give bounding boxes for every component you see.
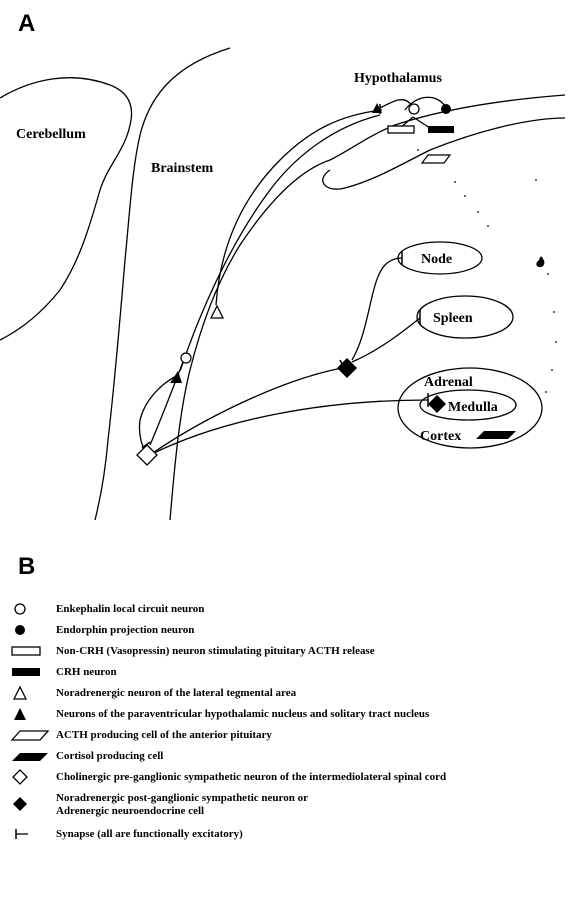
- spot-icon: [536, 256, 544, 267]
- legend-label: Neurons of the paraventricular hypothala…: [56, 708, 429, 721]
- legend-label: Non-CRH (Vasopressin) neuron stimulating…: [56, 645, 375, 658]
- open-parallelogram-pituitary-icon: [422, 155, 450, 163]
- legend-label: Cholinergic pre-ganglionic sympathetic n…: [56, 771, 446, 784]
- open-diamond-icon: [10, 768, 50, 786]
- open-circle-hypothalamus-icon: [409, 104, 419, 114]
- open-triangle-icon: [10, 684, 50, 702]
- hypothalamus-label: Hypothalamus: [354, 71, 442, 86]
- synapse-icon: [10, 825, 50, 843]
- legend-item: Enkephalin local circuit neuron: [10, 600, 560, 621]
- legend-item: Endorphin projection neuron: [10, 621, 560, 642]
- open-parallelogram-icon: [10, 726, 50, 744]
- open-rectangle-icon: [10, 642, 50, 660]
- solitary-pathway: [139, 376, 176, 455]
- cerebellum-label: Cerebellum: [16, 127, 86, 142]
- open-rectangle-hypothalamus-icon: [388, 126, 414, 133]
- filled-circle-icon: [10, 621, 50, 639]
- spleen-label: Spleen: [433, 311, 473, 326]
- legend-item: Synapse (all are functionally excitatory…: [10, 825, 560, 846]
- filled-parallelogram-icon: [10, 747, 50, 765]
- filled-circle-hypothalamus-icon: [441, 104, 451, 114]
- brainstem-right-outline: [170, 95, 565, 520]
- legend-label: Synapse (all are functionally excitatory…: [56, 828, 243, 841]
- adrenal-pathway: [150, 400, 428, 455]
- legend-item: Noradrenergic post-ganglionic sympatheti…: [10, 789, 560, 825]
- node-label: Node: [421, 252, 452, 267]
- legend-label: ACTH producing cell of the anterior pitu…: [56, 729, 272, 742]
- legend-label-line2: Adrenergic neuroendocrine cell: [56, 805, 308, 818]
- legend-label: Noradrenergic post-ganglionic sympatheti…: [56, 792, 308, 805]
- filled-diamond-medulla-icon: [428, 395, 446, 413]
- panel-b-letter: B: [18, 553, 35, 581]
- adrenal-label: Adrenal: [424, 375, 473, 390]
- legend-label: Noradrenergic neuron of the lateral tegm…: [56, 687, 296, 700]
- open-circle-icon: [10, 600, 50, 618]
- tegmental-pathway: [216, 110, 382, 305]
- neural-pathway-diagram: Cerebellum Brainstem Hypothalamus Node S…: [0, 0, 568, 520]
- filled-diamond-icon: [10, 795, 50, 813]
- legend-item: Cholinergic pre-ganglionic sympathetic n…: [10, 768, 560, 789]
- legend: Enkephalin local circuit neuron Endorphi…: [10, 600, 560, 846]
- legend-item: CRH neuron: [10, 663, 560, 684]
- node-pathway: [352, 258, 402, 360]
- legend-label: Endorphin projection neuron: [56, 624, 194, 637]
- legend-label: Cortisol producing cell: [56, 750, 163, 763]
- open-triangle-icon: [211, 306, 223, 318]
- brainstem-label: Brainstem: [151, 161, 214, 176]
- open-diamond-icon: [137, 445, 157, 465]
- open-circle-brainstem-icon: [181, 353, 191, 363]
- filled-rectangle-icon: [10, 663, 50, 681]
- legend-item: Cortisol producing cell: [10, 747, 560, 768]
- spleen-pathway: [352, 318, 420, 362]
- filled-triangle-brainstem-icon: [170, 371, 182, 383]
- medulla-label: Medulla: [448, 400, 498, 415]
- cortex-label: Cortex: [420, 429, 461, 444]
- cerebellum-outline: [0, 78, 132, 340]
- legend-label: Enkephalin local circuit neuron: [56, 603, 204, 616]
- legend-item: ACTH producing cell of the anterior pitu…: [10, 726, 560, 747]
- filled-triangle-icon: [10, 705, 50, 723]
- legend-item: Non-CRH (Vasopressin) neuron stimulating…: [10, 642, 560, 663]
- legend-label: CRH neuron: [56, 666, 117, 679]
- legend-item: Neurons of the paraventricular hypothala…: [10, 705, 560, 726]
- filled-parallelogram-cortex-icon: [476, 431, 516, 439]
- legend-item: Noradrenergic neuron of the lateral tegm…: [10, 684, 560, 705]
- filled-rectangle-hypothalamus-icon: [428, 126, 454, 133]
